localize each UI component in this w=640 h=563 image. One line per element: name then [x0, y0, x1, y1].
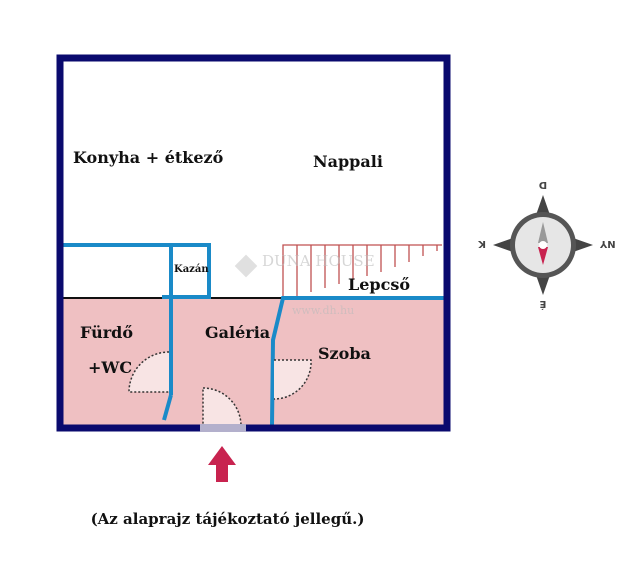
disclaimer-caption: (Az alaprajz tájékoztató jellegű.)	[90, 510, 365, 528]
room-label-bedroom: Szoba	[318, 344, 371, 363]
room-label-kitchen: Konyha + étkező	[73, 148, 224, 167]
compass-north-label: É	[539, 298, 546, 311]
entrance-opening	[200, 424, 246, 432]
doors	[128, 351, 312, 427]
entrance-arrow-icon	[208, 446, 236, 482]
lower-floor-area	[61, 298, 445, 427]
room-label-bathroom: Fürdő	[80, 323, 133, 342]
outer-wall	[56, 54, 451, 432]
compass-east-label: K	[477, 238, 486, 249]
room-label-living: Nappali	[313, 152, 383, 171]
compass-south-label: D	[539, 179, 547, 190]
staircase	[282, 244, 442, 298]
inner-walls	[61, 243, 445, 426]
room-label-stairs: Lepcső	[348, 275, 410, 294]
room-label-boiler: Kazán	[174, 264, 209, 275]
compass-icon: É D NY K	[477, 179, 616, 311]
watermark-url: www.dh.hu	[292, 304, 354, 317]
room-label-gallery: Galéria	[205, 323, 270, 342]
watermark-brand: DUNA HOUSE	[262, 252, 375, 270]
watermark-logo-icon	[234, 254, 258, 278]
compass-west-label: NY	[599, 238, 615, 249]
room-label-wc: +WC	[88, 358, 132, 377]
